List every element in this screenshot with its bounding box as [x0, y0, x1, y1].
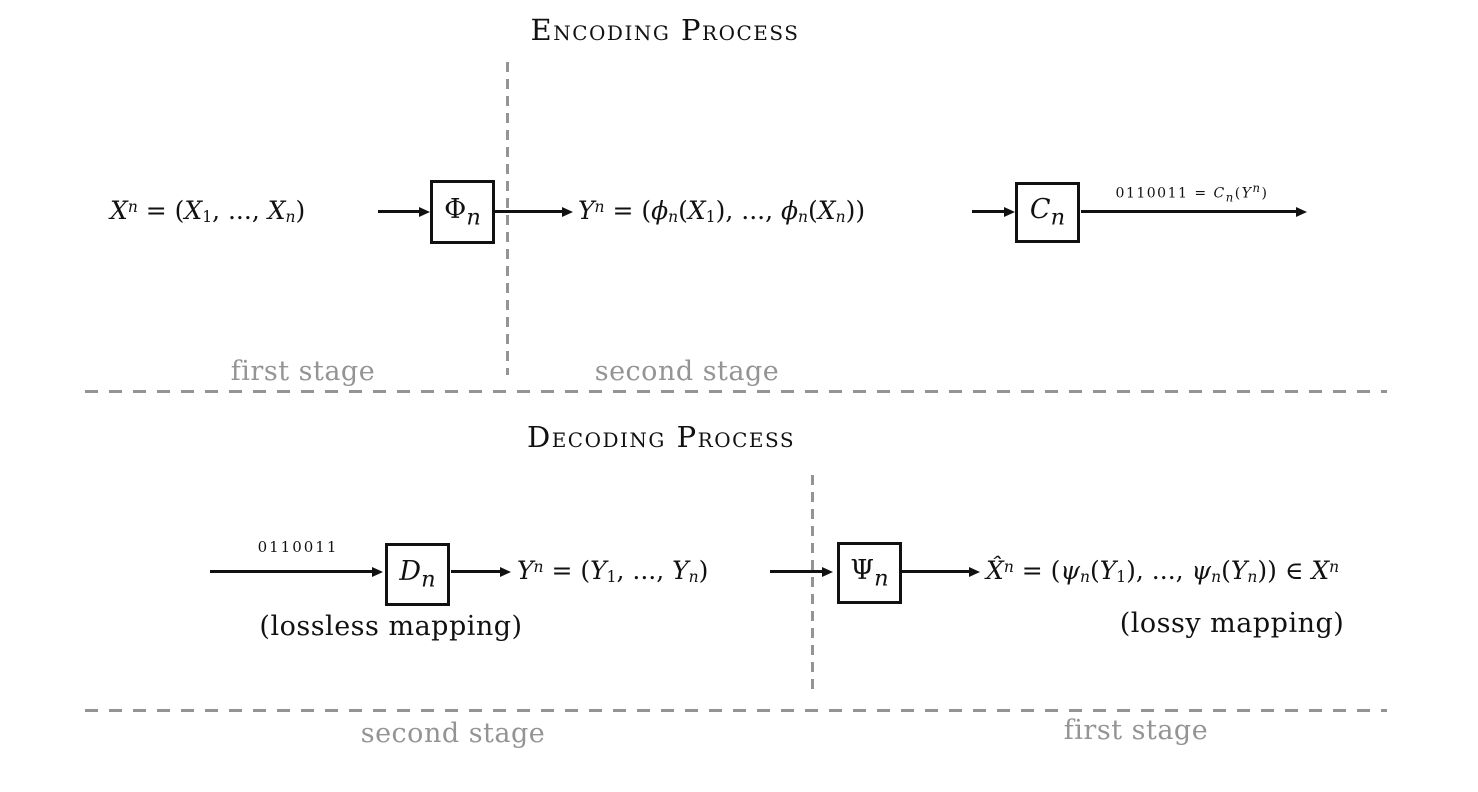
decoding-codeword-label: 0110011 — [257, 538, 339, 556]
process-divider-line-top — [85, 390, 1387, 393]
c-encoder-box-label: Cn — [1029, 194, 1066, 231]
d-decoder-box-label: Dn — [399, 556, 436, 593]
c-encoder-box: Cn — [1015, 182, 1080, 243]
encoding-codeword-label: 0110011 = Cn(Yn) — [1115, 181, 1269, 205]
encoding-intermediate-text: Yn = (ϕn(X1), ..., ϕn(Xn)) — [578, 196, 866, 227]
arrow-source-to-phi — [378, 210, 419, 213]
arrow-phi-to-intermediate — [495, 210, 562, 213]
encoding-second-stage-label: second stage — [594, 356, 780, 387]
phi-encoder-box-label: Φn — [444, 193, 481, 231]
arrow-intermediate-to-c — [972, 210, 1004, 213]
arrow-codeword-output — [1081, 210, 1296, 213]
encoding-first-stage-label: first stage — [230, 356, 376, 387]
decoding-stage-divider-line — [811, 475, 814, 692]
decoding-title: Decoding Process — [526, 420, 796, 454]
encoding-stage-divider-line — [506, 62, 509, 375]
lossless-mapping-caption: (lossless mapping) — [259, 611, 523, 642]
decoding-intermediate-text: Yn = (Y1, ..., Yn) — [517, 556, 709, 587]
decoding-first-stage-label: first stage — [1063, 715, 1209, 746]
psi-decoder-box: Ψn — [837, 542, 902, 604]
encoding-title: Encoding Process — [530, 13, 800, 47]
arrow-d-to-intermediate — [451, 570, 500, 573]
encoding-source-text: Xn = (X1, ..., Xn) — [110, 196, 306, 227]
psi-decoder-box-label: Ψn — [850, 554, 889, 592]
decoding-second-stage-label: second stage — [360, 718, 546, 749]
arrow-psi-to-output — [902, 570, 969, 573]
arrow-intermediate-to-psi — [770, 570, 822, 573]
decoding-output-text: X̂n = (ψn(Y1), ..., ψn(Yn)) ∈ Xn — [986, 556, 1340, 587]
arrow-codeword-input — [210, 570, 372, 573]
process-divider-line-bottom — [85, 709, 1387, 712]
phi-encoder-box: Φn — [430, 180, 495, 244]
lossy-mapping-caption: (lossy mapping) — [1119, 608, 1345, 639]
d-decoder-box: Dn — [385, 543, 450, 606]
